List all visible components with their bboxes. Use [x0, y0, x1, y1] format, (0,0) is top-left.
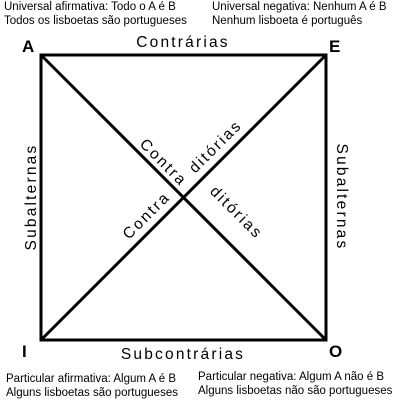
square-outline — [39, 53, 328, 342]
contraditorias-upper-right-label: ditórias — [186, 117, 246, 177]
contrarias-label: Contrárias — [136, 34, 230, 51]
caption-i-line1: Particular afirmativa: Algum A é B — [6, 373, 177, 385]
caption-a-line2: Todos os lisboetas são portugueses — [4, 15, 187, 27]
caption-particular-negative: Particular negativa: Algum A não é B Alg… — [198, 370, 392, 398]
subalternas-left-label: Subalternas — [23, 144, 40, 251]
corner-o-label: O — [329, 342, 342, 361]
caption-a-line1: Universal afirmativa: Todo o A é B — [4, 1, 176, 13]
diagonal-e-i — [39, 53, 328, 342]
subalternas-right-label: Subalternas — [333, 144, 350, 251]
caption-o-line2: Alguns lisboetas não são portugueses — [198, 385, 393, 397]
corner-a-label: A — [22, 37, 34, 56]
caption-o-line1: Particular negativa: Algum A não é B — [198, 371, 385, 383]
corner-e-label: E — [329, 37, 340, 56]
contraditorias-upper-left-label: Contra — [136, 136, 190, 190]
caption-e-line1: Universal negativa: Nenhum A é B — [212, 1, 387, 13]
caption-universal-negative: Universal negativa: Nenhum A é B Nenhum … — [212, 0, 387, 28]
caption-e-line2: Nenhum lisboeta é português — [212, 15, 363, 27]
caption-universal-affirmative: Universal afirmativa: Todo o A é B Todos… — [4, 0, 187, 28]
caption-i-line2: Alguns lisboetas são portugueses — [6, 387, 178, 399]
caption-particular-affirmative: Particular afirmativa: Algum A é B Algun… — [6, 372, 178, 400]
contraditorias-lower-right-label: ditórias — [206, 183, 266, 243]
subcontrarias-label: Subcontrárias — [121, 346, 245, 363]
corner-i-label: I — [22, 342, 27, 361]
